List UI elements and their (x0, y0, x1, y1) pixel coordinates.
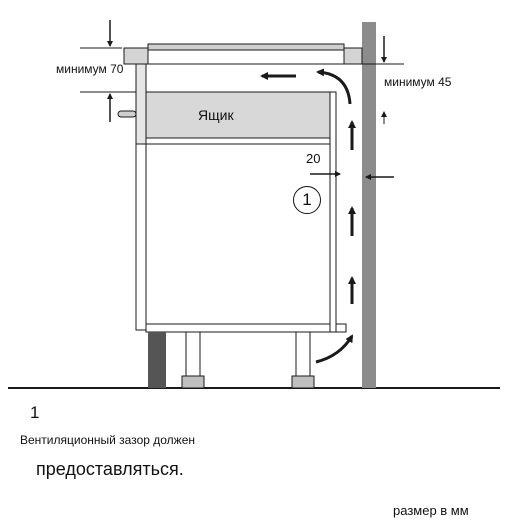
circle-marker-1: 1 (293, 186, 321, 214)
cabinet-body (145, 143, 331, 325)
leg-left (185, 331, 201, 379)
cooktop (147, 43, 345, 51)
legend-line-2: предоставляться. (36, 459, 184, 479)
cabinet-bottom (145, 323, 347, 333)
drawer (145, 91, 331, 139)
leg-left-foot (181, 375, 205, 389)
label-gap-20: 20 (306, 151, 321, 166)
cabinet-front-lower (135, 143, 147, 331)
leg-right (295, 331, 311, 379)
cabinet-front-upper (135, 63, 147, 145)
legend-line-1: Вентиляционный зазор должен (20, 433, 196, 447)
leg-right-foot (291, 375, 315, 389)
airflow-arrow-curve-bottom (315, 334, 354, 364)
drawer-handle (117, 110, 137, 118)
label-minimum-side: минимум 45 (384, 75, 452, 89)
label-drawer: Ящик (198, 107, 234, 123)
cooktop-body (147, 49, 345, 65)
units-note: размер в мм (393, 503, 469, 518)
wall (362, 22, 376, 388)
plinth (148, 332, 166, 388)
legend-number: 1 (30, 403, 40, 422)
label-minimum-top: минимум 70 (56, 62, 124, 76)
airflow-arrow-curve-top (316, 68, 352, 105)
cabinet-back (329, 91, 337, 333)
